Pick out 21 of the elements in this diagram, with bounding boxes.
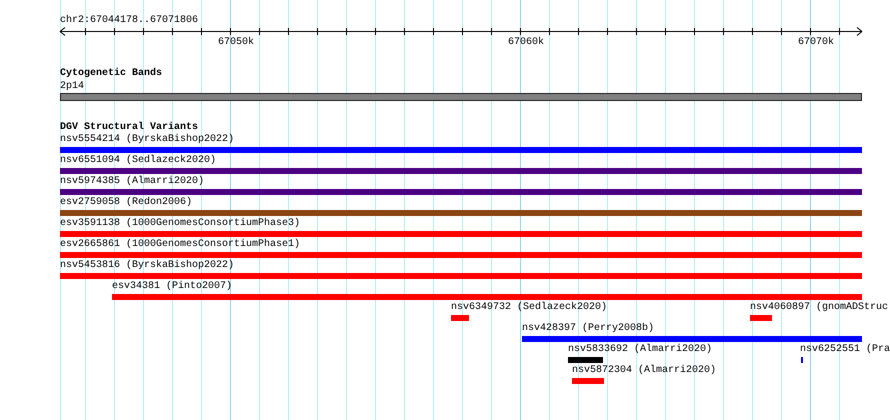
track-title: Cytogenetic Bands (60, 68, 162, 79)
axis-tick-label: 67070k (798, 37, 834, 48)
variant-label: nsv428397 (Perry2008b) (522, 323, 654, 334)
axis-tick-label: 67050k (218, 37, 254, 48)
variant-label: nsv6349732 (Sedlazeck2020) (451, 302, 608, 313)
variant-label: nsv5833692 (Almarri2020) (568, 344, 712, 355)
variant-label: nsv5554214 (ByrskaBishop2022) (60, 134, 234, 145)
axis-tick-label: 67060k (508, 37, 544, 48)
variant-label: esv34381 (Pinto2007) (112, 281, 232, 292)
variant-label: nsv5974385 (Almarri2020) (60, 176, 204, 187)
variant-label: nsv6252551 (Pra (800, 344, 890, 355)
band-label: 2p14 (60, 81, 84, 92)
variant-label: nsv6551094 (Sedlazeck2020) (60, 155, 216, 166)
variant-label: esv2759058 (Redon2006) (60, 197, 192, 208)
variant-label: esv2665861 (1000GenomesConsortiumPhase1) (60, 239, 300, 250)
variant-label: nsv5872304 (Almarri2020) (572, 365, 716, 376)
track-title: DGV Structural Variants (60, 122, 198, 133)
variant-label: esv3591138 (1000GenomesConsortiumPhase3) (60, 218, 300, 229)
variant-label: nsv5453816 (ByrskaBishop2022) (60, 260, 234, 271)
region-coordinates: chr2:67044178..67071806 (60, 15, 198, 26)
variant-label: nsv4060897 (gnomADStruc (750, 302, 888, 313)
